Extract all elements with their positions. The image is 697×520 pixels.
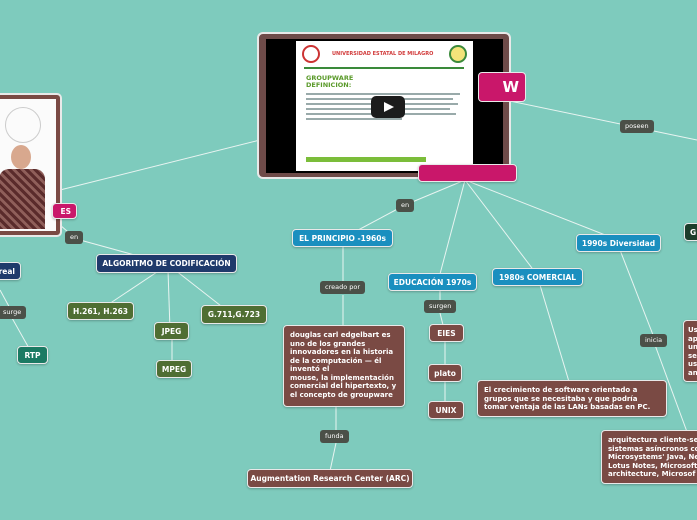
- node-g-right[interactable]: G: [684, 223, 697, 241]
- node-rtp[interactable]: RTP: [17, 346, 48, 364]
- node-educacion[interactable]: EDUCACIÓN 1970s: [388, 273, 477, 291]
- node-principio[interactable]: EL PRINCIPIO -1960s: [292, 229, 393, 247]
- label-inicia: inicia: [640, 334, 667, 347]
- paragraph-arquitectura: arquitectura cliente-se sistemas asíncro…: [601, 430, 697, 484]
- node-es[interactable]: ES: [52, 203, 77, 219]
- node-mpeg[interactable]: MPEG: [156, 360, 192, 378]
- slide-title: GROUPWARE DEFINICION:: [306, 75, 353, 89]
- main-topic-lower[interactable]: [418, 164, 517, 182]
- node-diversidad[interactable]: 1990s Diversidad: [576, 234, 661, 252]
- node-g711[interactable]: G.711,G.723: [201, 305, 267, 324]
- paragraph-douglas: douglas carl edgelbart es uno de los gra…: [283, 325, 405, 407]
- secondary-logo-icon: [449, 45, 467, 63]
- node-plato[interactable]: plato: [428, 364, 462, 382]
- paragraph-right-partial: Us ap un se us an: [683, 320, 697, 382]
- node-jpeg[interactable]: JPEG: [154, 322, 189, 340]
- label-creado-por: creado por: [320, 281, 365, 294]
- node-h261[interactable]: H.261, H.263: [67, 302, 134, 320]
- label-en-left: en: [65, 231, 83, 244]
- person-image: [0, 99, 56, 231]
- slide-university: UNIVERSIDAD ESTATAL DE MILAGRO: [332, 51, 433, 57]
- paragraph-software: El crecimiento de software orientado a g…: [477, 380, 667, 417]
- video-embed[interactable]: UNIVERSIDAD ESTATAL DE MILAGRO GROUPWARE…: [257, 32, 511, 179]
- label-en-top: en: [396, 199, 414, 212]
- node-algoritmo[interactable]: ALGORITMO DE CODIFICACIÓN: [96, 254, 237, 273]
- label-surgen: surgen: [424, 300, 456, 313]
- node-comercial[interactable]: 1980s COMERCIAL: [492, 268, 583, 286]
- node-eies[interactable]: EIES: [429, 324, 464, 342]
- node-unix[interactable]: UNIX: [428, 401, 464, 419]
- university-logo-icon: [302, 45, 320, 63]
- node-arc[interactable]: Augmentation Research Center (ARC): [247, 469, 413, 488]
- node-real[interactable]: real: [0, 262, 21, 280]
- label-surge: surge: [0, 306, 26, 319]
- main-topic-node[interactable]: W: [478, 72, 526, 102]
- play-button-icon[interactable]: [371, 96, 405, 118]
- video-player[interactable]: UNIVERSIDAD ESTATAL DE MILAGRO GROUPWARE…: [266, 39, 503, 173]
- seal-icon: [5, 107, 41, 143]
- label-funda: funda: [320, 430, 349, 443]
- label-poseen: poseen: [620, 120, 654, 133]
